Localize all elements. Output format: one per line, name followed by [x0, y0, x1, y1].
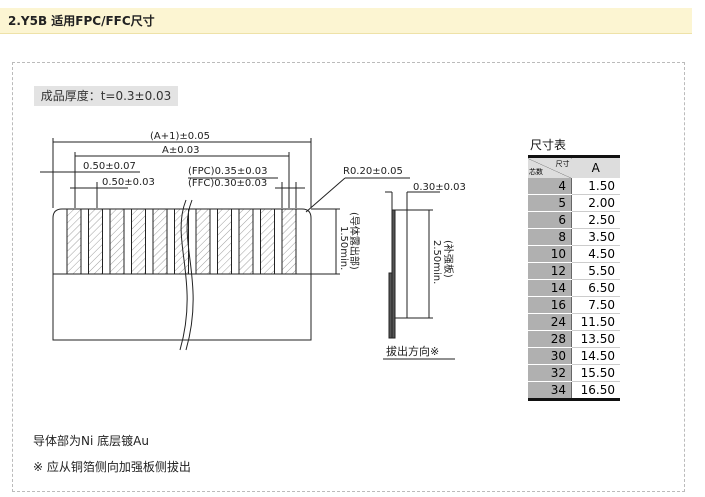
dim-pitch: 0.50±0.03	[102, 177, 155, 188]
dim-ffc-width: (FFC)0.30±0.03	[188, 178, 267, 189]
dimension-a: 16.50	[571, 381, 620, 400]
contact-finger	[217, 208, 232, 275]
dim-fpc-width: (FPC)0.35±0.03	[188, 166, 267, 177]
dim-stiffener: 2.50min.	[431, 240, 442, 284]
col-a-header: A	[571, 156, 620, 178]
pin-count: 34	[528, 381, 572, 400]
contact-finger	[195, 208, 211, 275]
contact-finger	[238, 208, 254, 275]
dimension-a: 5.50	[571, 262, 620, 280]
thickness-label: 成品厚度：t=0.3±0.03	[34, 86, 178, 106]
dim-radius: R0.20±0.05	[343, 166, 403, 177]
note-pull: ※ 应从铜箔侧向加强板侧拔出	[33, 460, 191, 474]
contact-finger	[281, 208, 297, 275]
corner-header: 芯数 尺寸	[528, 156, 572, 178]
contact-finger	[88, 208, 103, 275]
contact-finger	[131, 208, 146, 275]
pin-count: 5	[528, 194, 572, 212]
note-plating: 导体部为Ni 底层镀Au	[33, 434, 149, 448]
pin-count: 28	[528, 330, 572, 348]
dim-a: A±0.03	[162, 145, 200, 156]
pin-count: 32	[528, 364, 572, 382]
contact-finger	[152, 208, 168, 275]
corner-left: 芯数	[529, 168, 543, 176]
pin-count: 14	[528, 279, 572, 297]
dim-pitch-tol: 0.50±0.07	[83, 161, 136, 172]
pin-count: 8	[528, 228, 572, 246]
table-title: 尺寸表	[530, 138, 567, 152]
pin-count: 4	[528, 178, 572, 195]
dim-side-thickness: 0.30±0.03	[413, 182, 466, 193]
pin-count: 30	[528, 347, 572, 365]
dimension-a: 2.00	[571, 194, 620, 212]
dimension-a: 6.50	[571, 279, 620, 297]
pin-count: 6	[528, 211, 572, 229]
dim-total: (A+1)±0.05	[150, 131, 210, 142]
dimension-a: 7.50	[571, 296, 620, 314]
contact-finger	[66, 208, 82, 275]
contact-finger	[260, 208, 275, 275]
section-header: 2.Y5B 适用FPC/FFC尺寸	[0, 8, 692, 34]
dimension-a: 13.50	[571, 330, 620, 348]
dimension-a: 1.50	[571, 178, 620, 195]
pull-direction: 拔出方向※	[386, 344, 439, 358]
dimension-a: 11.50	[571, 313, 620, 331]
contact-finger	[109, 208, 125, 275]
pin-count: 12	[528, 262, 572, 280]
dimension-a: 2.50	[571, 211, 620, 229]
dim-exposed: 1.50min.	[338, 226, 349, 270]
fpc-outline	[52, 208, 312, 341]
pin-count: 10	[528, 245, 572, 263]
dimension-a: 15.50	[571, 364, 620, 382]
content-frame	[12, 62, 685, 492]
pin-count: 24	[528, 313, 572, 331]
pin-count: 16	[528, 296, 572, 314]
dimension-a: 14.50	[571, 347, 620, 365]
dimension-a: 4.50	[571, 245, 620, 263]
dim-exposed-label: (导体露出部)	[348, 212, 361, 270]
dim-stiffener-label: (补强板)	[442, 240, 455, 278]
corner-right: 尺寸	[555, 160, 570, 168]
dimension-a: 3.50	[571, 228, 620, 246]
